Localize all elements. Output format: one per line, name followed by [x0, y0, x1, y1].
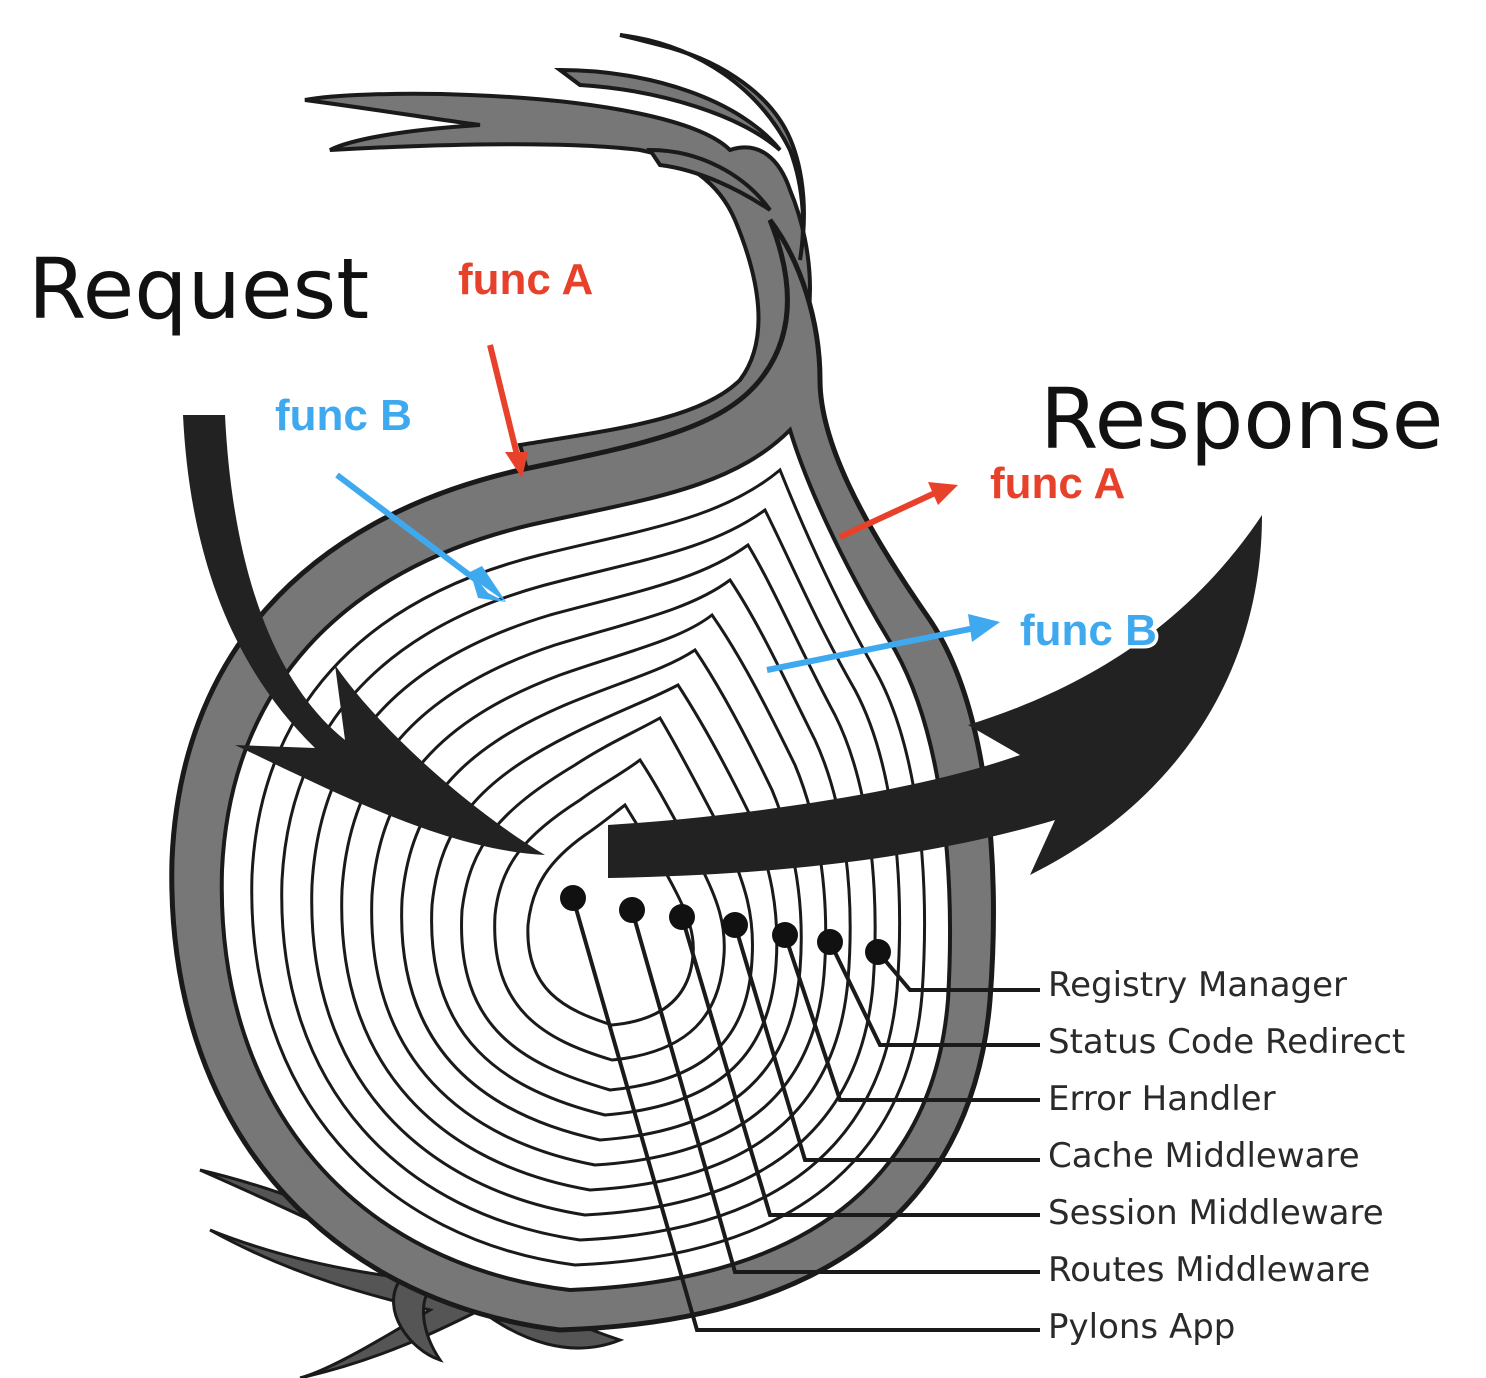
layer-pointers	[571, 897, 1040, 1332]
layer-label-error-handler: Error Handler	[1048, 1079, 1276, 1119]
layer-dot-registry-manager	[865, 939, 891, 965]
func-a-in-arrow	[487, 344, 528, 478]
response-label: Response	[1040, 370, 1443, 468]
layer-dot-status-code-redirect	[817, 929, 843, 955]
layer-dot-routes-middleware	[619, 897, 645, 923]
onion-rings	[250, 467, 927, 1267]
layer-label-routes-middleware: Routes Middleware	[1048, 1250, 1370, 1290]
onion-roots	[199, 1168, 625, 1378]
func-a-response-label: func A	[990, 459, 1125, 508]
request-label: Request	[28, 240, 369, 338]
func-b-out-arrow	[766, 614, 1000, 673]
layer-label-session-middleware: Session Middleware	[1048, 1193, 1384, 1233]
layer-label-pylons-app: Pylons App	[1048, 1307, 1235, 1347]
func-b-in-arrow	[335, 472, 506, 602]
layer-label-status-code-redirect: Status Code Redirect	[1048, 1022, 1405, 1062]
layer-labels: Registry Manager Status Code Redirect Er…	[1048, 965, 1405, 1347]
layer-dot-pylons-app	[560, 885, 586, 911]
func-b-response-label: func B	[1020, 606, 1157, 655]
layer-label-registry-manager: Registry Manager	[1048, 965, 1347, 1005]
layer-label-cache-middleware: Cache Middleware	[1048, 1136, 1360, 1176]
layer-dots	[560, 885, 891, 965]
layer-dot-session-middleware	[669, 904, 695, 930]
func-a-request-label: func A	[458, 255, 593, 304]
request-arrow	[183, 415, 545, 855]
response-arrow	[608, 515, 1262, 878]
func-b-request-label: func B	[275, 391, 412, 440]
layer-dot-cache-middleware	[722, 912, 748, 938]
func-a-out-arrow	[838, 482, 958, 540]
layer-dot-error-handler	[772, 922, 798, 948]
